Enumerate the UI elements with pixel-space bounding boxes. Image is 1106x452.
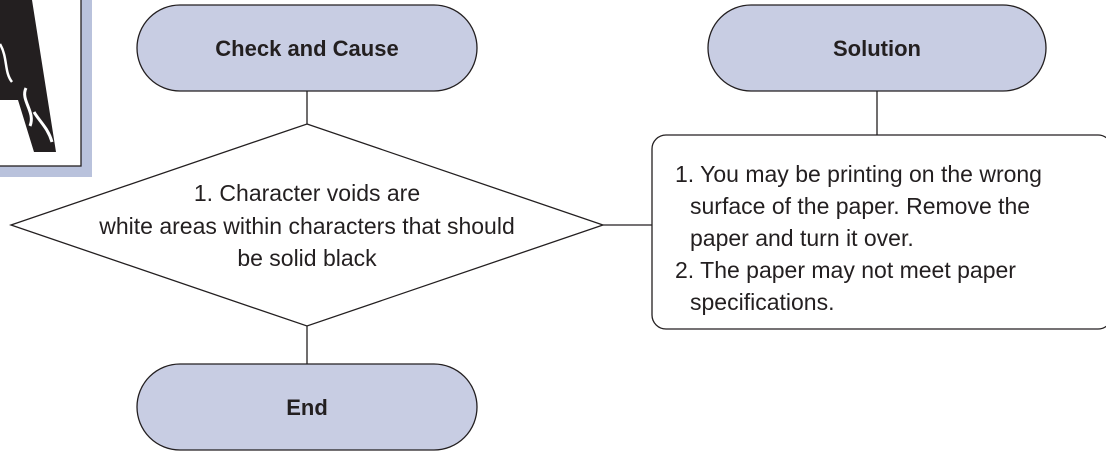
solution-text-line-2: surface of the paper. Remove the (690, 193, 1030, 219)
solution-text-line-3: paper and turn it over. (690, 225, 914, 251)
solution-terminal: Solution (707, 4, 1047, 92)
solution-text-line-5: specifications. (690, 289, 834, 315)
decision-diamond: 1. Character voids are white areas withi… (8, 123, 606, 327)
check-and-cause-terminal: Check and Cause (136, 4, 478, 92)
decision-text-line-3: be solid black (237, 245, 377, 271)
end-terminal: End (136, 363, 478, 451)
solution-text-line-4: 2. The paper may not meet paper (675, 257, 1016, 283)
solution-text-line-1: 1. You may be printing on the wrong (675, 161, 1042, 187)
decision-text-line-2: white areas within characters that shoul… (98, 213, 515, 239)
connectors (306, 91, 878, 364)
solution-box: 1. You may be printing on the wrong surf… (651, 134, 1106, 330)
solution-label: Solution (833, 36, 921, 61)
end-label: End (286, 395, 328, 420)
letter-a-sample-icon (0, 0, 56, 152)
decision-text-line-1: 1. Character voids are (194, 180, 420, 206)
check-and-cause-label: Check and Cause (215, 36, 398, 61)
character-voids-sample-icon (0, 0, 92, 177)
